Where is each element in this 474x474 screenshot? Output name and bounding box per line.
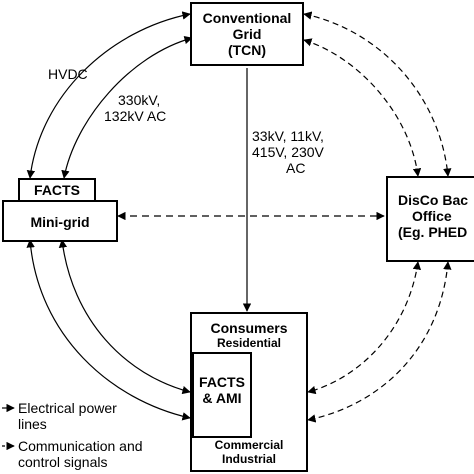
minigrid-consumer-line-inner [58, 239, 191, 395]
disco-line1: DisCo Bac [398, 192, 469, 208]
high-voltage-label-1: 330kV, [118, 92, 161, 108]
facts-ami-line2: & AMI [202, 390, 242, 406]
facts-box: FACTS [18, 178, 96, 202]
legend-power-line2: lines [18, 416, 47, 432]
distribution-label-2: 415V, 230V [252, 144, 324, 160]
hvdc-line [26, 11, 191, 179]
consumers-title: Consumers [210, 320, 288, 336]
ac-transmission-line [61, 35, 193, 179]
high-voltage-label-2: 132kV AC [104, 108, 167, 124]
residential-label: Residential [216, 336, 282, 350]
disco-back-office-box: DisCo Bac Office (Eg. PHED [386, 176, 474, 262]
industrial-label: Industrial [221, 452, 276, 466]
facts-ami-line1: FACTS [199, 374, 245, 390]
distribution-label-3: AC [286, 160, 306, 176]
legend-power-line1: Electrical power [18, 400, 117, 416]
disco-line2: Office [412, 208, 452, 224]
legend-comm-line1: Communication and [18, 438, 143, 454]
conventional-grid-box: Conventional Grid (TCN) [190, 2, 304, 66]
facts-ami-box: FACTS & AMI [192, 352, 252, 438]
facts-label: FACTS [34, 182, 80, 198]
disco-consumer-signal-inner [307, 261, 422, 395]
grid-title-line2: Grid [232, 26, 262, 42]
grid-disco-signal-outer [303, 11, 452, 177]
minigrid-consumer-line-outer [26, 239, 191, 421]
legend-comm-line2: control signals [18, 454, 108, 470]
hvdc-label: HVDC [48, 66, 88, 82]
mini-grid-label: Mini-grid [30, 214, 90, 230]
disco-consumer-signal-outer [307, 261, 452, 423]
disco-line3: (Eg. PHED [398, 224, 468, 240]
mini-grid-box: Mini-grid [2, 200, 118, 242]
distribution-label-1: 33kV, 11kV, [252, 128, 324, 144]
commercial-label: Commercial [214, 438, 284, 452]
grid-title-line3: (TCN) [227, 42, 267, 58]
grid-disco-signal-inner [303, 38, 422, 177]
grid-title-line1: Conventional [202, 10, 292, 26]
